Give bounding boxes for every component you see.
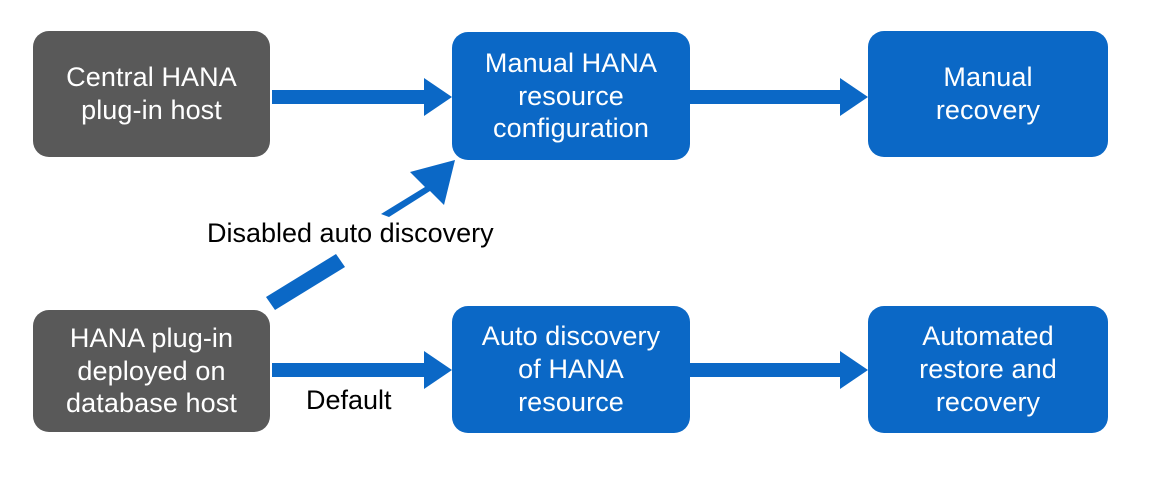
arrow-manual-config-to-manual-recovery [690, 78, 868, 116]
node-auto-discovery-of-hana-resource[interactable]: Auto discovery of HANA resource [452, 306, 690, 433]
node-automated-restore-and-recovery[interactable]: Automated restore and recovery [868, 306, 1108, 433]
arrow-db-host-to-auto-discovery [272, 351, 452, 389]
edge-label-default: Default [306, 385, 392, 415]
node-manual-hana-resource-configuration[interactable]: Manual HANA resource configuration [452, 32, 690, 160]
arrow-central-host-to-manual-config [272, 78, 452, 116]
arrow-auto-discovery-to-automated-recovery [690, 351, 868, 389]
node-hana-plugin-deployed-on-database-host[interactable]: HANA plug-in deployed on database host [33, 310, 270, 432]
edge-label-disabled-auto-discovery: Disabled auto discovery [207, 218, 494, 248]
node-manual-recovery[interactable]: Manual recovery [868, 31, 1108, 157]
node-central-hana-plugin-host[interactable]: Central HANA plug-in host [33, 31, 270, 157]
